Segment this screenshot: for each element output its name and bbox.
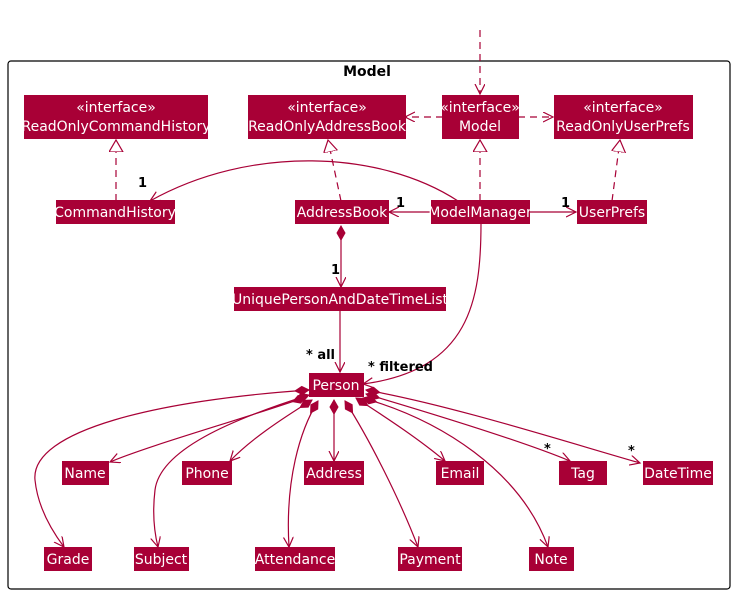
- person-to-subject-edge: [154, 395, 309, 547]
- label-mm-to-userprefs: 1: [561, 196, 570, 211]
- person-to-tag-edge: [366, 394, 570, 461]
- person-to-note-edge: [363, 398, 548, 547]
- readonlyuserprefs-interface: «interface» ReadOnlyUserPrefs: [554, 95, 693, 139]
- attendance-class: Attendance: [255, 547, 335, 571]
- payment-class: Payment: [398, 547, 462, 571]
- person-class: Person: [309, 373, 364, 397]
- addressbook-realizes-edge: [328, 140, 342, 202]
- stereotype-label: «interface»: [287, 100, 367, 116]
- class-name: Payment: [399, 552, 461, 568]
- phone-class: Phone: [182, 461, 232, 485]
- label-person-to-tag: *: [544, 442, 551, 457]
- stereotype-label: «interface»: [583, 100, 663, 116]
- modelmanager-to-person-edge: [363, 222, 482, 384]
- person-to-attendance-edge: [288, 401, 318, 547]
- class-name: Grade: [47, 552, 90, 568]
- class-name: Person: [312, 378, 359, 394]
- datetime-class: DateTime: [643, 461, 713, 485]
- stereotype-label: «interface»: [76, 100, 156, 116]
- class-name: UniquePersonAndDateTimeList: [232, 292, 448, 308]
- subject-class: Subject: [134, 547, 189, 571]
- class-name: ReadOnlyCommandHistory: [21, 119, 210, 135]
- class-name: ReadOnlyAddressBook: [248, 119, 407, 135]
- readonlyaddressbook-interface: «interface» ReadOnlyAddressBook: [248, 95, 407, 139]
- readonlycommandhistory-interface: «interface» ReadOnlyCommandHistory: [21, 95, 211, 139]
- label-mm-to-addressbook: 1: [396, 196, 405, 211]
- class-name: Note: [534, 552, 567, 568]
- class-name: UserPrefs: [579, 205, 645, 221]
- userprefs-realizes-edge: [611, 140, 620, 202]
- address-class: Address: [304, 461, 364, 485]
- label-mm-to-person: * filtered: [368, 360, 433, 375]
- uniquepersonanddatetimelist-class: UniquePersonAndDateTimeList: [232, 287, 448, 311]
- class-name: ReadOnlyUserPrefs: [556, 119, 690, 135]
- class-name: Attendance: [255, 552, 335, 568]
- class-name: ModelManager: [428, 205, 532, 221]
- name-class: Name: [62, 461, 109, 485]
- class-name: Phone: [185, 466, 228, 482]
- addressbook-class: AddressBook: [295, 200, 389, 224]
- modelmanager-to-commandhistory-edge: [150, 160, 459, 201]
- grade-class: Grade: [44, 547, 92, 571]
- class-name: DateTime: [644, 466, 712, 482]
- modelmanager-class: ModelManager: [428, 200, 532, 224]
- person-to-email-edge: [356, 398, 445, 461]
- class-name: Model: [459, 119, 501, 135]
- package-title: Model: [343, 64, 391, 80]
- class-name: Name: [64, 466, 105, 482]
- person-to-datetime-edge: [366, 390, 640, 463]
- package-frame: [7, 60, 731, 590]
- commandhistory-class: CommandHistory: [54, 200, 176, 224]
- label-person-to-datetime: *: [628, 444, 635, 459]
- class-name: Address: [306, 466, 362, 482]
- class-name: Email: [441, 466, 480, 482]
- class-name: CommandHistory: [54, 205, 176, 221]
- class-name: Subject: [135, 552, 188, 568]
- class-name: AddressBook: [297, 205, 388, 221]
- person-to-name-edge: [110, 397, 306, 462]
- label-ab-to-list: 1: [331, 263, 340, 278]
- label-mm-to-history: 1: [138, 176, 147, 191]
- stereotype-label: «interface»: [440, 100, 520, 116]
- email-class: Email: [436, 461, 484, 485]
- tag-class: Tag: [559, 461, 607, 485]
- class-name: Tag: [570, 466, 595, 482]
- label-list-to-person: * all: [306, 348, 335, 363]
- userprefs-class: UserPrefs: [577, 200, 647, 224]
- model-interface: «interface» Model: [440, 95, 520, 139]
- note-class: Note: [529, 547, 574, 571]
